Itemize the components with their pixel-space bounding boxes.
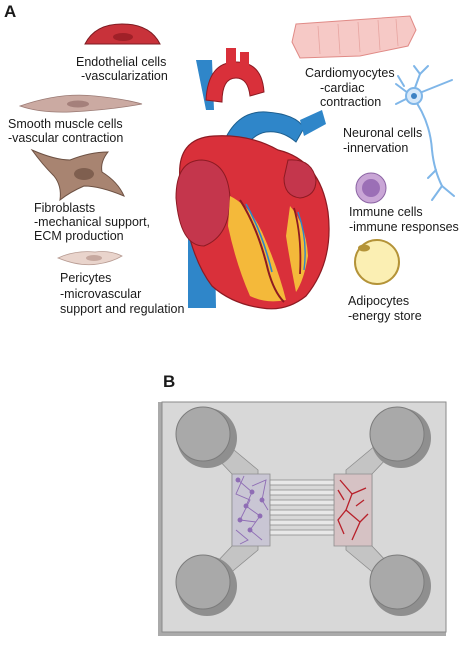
panel-b-letter: B [163, 372, 175, 391]
adipocyte-icon [354, 239, 400, 285]
endothelial-desc: -vascularization [81, 69, 168, 83]
pericyte-icon [57, 251, 123, 266]
immune-label: Immune cells [349, 205, 423, 219]
adipocytes-desc: -energy store [348, 309, 422, 323]
neuron-icon [395, 65, 455, 201]
well-bottom-left [175, 554, 237, 616]
fibroblasts-desc-2: ECM production [34, 229, 124, 243]
well-top-right [369, 406, 431, 468]
smooth-muscle-label: Smooth muscle cells [8, 117, 123, 131]
pericytes-desc-2: support and regulation [60, 302, 184, 316]
well-top-left [175, 406, 237, 468]
cardiomyocyte-icon [291, 15, 417, 59]
well-bottom-right [369, 554, 431, 616]
immune-desc: -immune responses [349, 220, 459, 234]
heart-illustration [175, 48, 330, 310]
cardiomyocytes-desc-2: contraction [320, 95, 381, 109]
cardiomyocytes-desc-1: -cardiac [320, 81, 364, 95]
left-cell-network [235, 475, 269, 545]
right-vessel-network [337, 479, 369, 541]
fibroblasts-label: Fibroblasts [34, 201, 95, 215]
immune-cell-icon [355, 172, 387, 204]
neuronal-desc: -innervation [343, 141, 408, 155]
pericytes-label: Pericytes [60, 271, 111, 285]
smooth-muscle-cell-icon [18, 94, 143, 113]
cardiomyocytes-label: Cardiomyocytes [305, 66, 395, 80]
endothelial-cell-icon [84, 23, 161, 45]
pericytes-desc-1: -microvascular [60, 287, 141, 301]
fibroblasts-desc-1: -mechanical support, [34, 215, 150, 229]
microchannels [269, 479, 335, 536]
neuronal-label: Neuronal cells [343, 126, 422, 140]
organ-on-chip-device [158, 401, 447, 636]
panel-a-letter: A [4, 2, 16, 21]
endothelial-label: Endothelial cells [76, 55, 166, 69]
smooth-muscle-desc: -vascular contraction [8, 131, 123, 145]
fibroblast-icon [30, 148, 125, 202]
adipocytes-label: Adipocytes [348, 294, 409, 308]
